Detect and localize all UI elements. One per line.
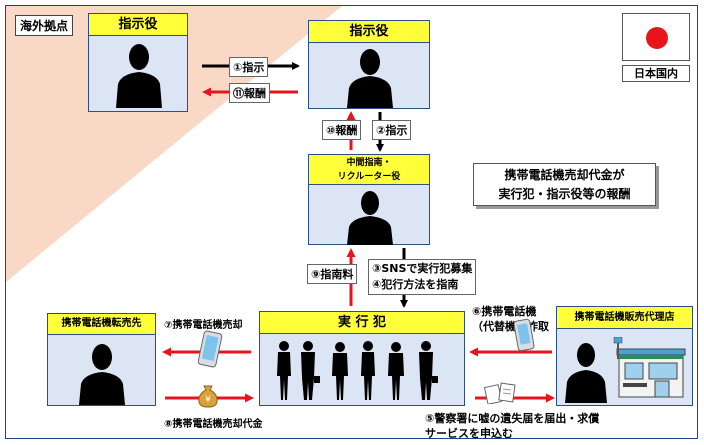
smartphone-icon [514,318,535,352]
overseas-boss-box: 指示役 [88,13,188,112]
person-silhouette-icon [565,343,607,403]
step2-label: ②指示 [372,120,412,140]
svg-text:¥: ¥ [205,395,211,405]
reward-note-line2: 実行犯・指示役等の報酬 [498,187,631,201]
step5-line2: サービスを申込む [425,427,513,440]
domestic-boss-box: 指示役 [308,20,430,109]
step11-label: ⑪報酬 [229,83,270,103]
person-silhouette-icon [79,344,125,405]
recruiter-box: 中間指南・ リクルーター役 [308,154,430,245]
step1-label: ①指示 [229,57,269,77]
country-label: 日本国内 [622,65,690,82]
perpetrator-figure [332,342,348,400]
documents-icon [484,382,516,404]
resale-shop-title: 携帯電話機転売先 [48,314,155,335]
signpost-icon [613,337,623,359]
perpetrators-box: 実 行 犯 [259,311,465,406]
perpetrators-title: 実 行 犯 [260,312,464,334]
step10-label: ⑩報酬 [322,120,362,140]
step6-label: ⑥携帯電話機 （代替機）詐取 [472,304,549,334]
step7-label: ⑦携帯電話機売却 [164,320,243,331]
perpetrator-figure [361,341,375,400]
overseas-boss-title: 指示役 [89,14,187,36]
shop-building-icon [616,348,686,398]
step6-line2: （代替機）詐取 [472,320,549,333]
resale-shop-box: 携帯電話機転売先 [47,313,156,406]
step4-label: ④犯行方法を指南 [372,278,459,291]
domestic-boss-title: 指示役 [309,21,429,43]
reward-note: 携帯電話機売却代金が 実行犯・指示役等の報酬 [473,163,656,206]
step3-label: ③SNSで実行犯募集 [372,262,473,275]
step5-line1: ⑤警察署に嘘の遺失届を届出・求償 [425,412,600,425]
dealer-title: 携帯電話機販売代理店 [557,307,692,329]
dealer-box: 携帯電話機販売代理店 [556,306,693,406]
perpetrator-figure [277,341,291,400]
step8-label: ⑧携帯電話機売却代金 [164,419,263,430]
recruiter-title-line2: リクルーター役 [337,172,401,182]
japan-flag [622,13,690,61]
flag-circle [646,27,668,49]
recruiter-title: 中間指南・ リクルーター役 [309,155,429,185]
step3-4-label: ③SNSで実行犯募集 ④犯行方法を指南 [368,259,477,295]
step5-label: ⑤警察署に嘘の遺失届を届出・求償 サービスを申込む [425,411,599,441]
smartphone-icon [198,330,223,368]
region-label: 海外拠点 [15,15,74,36]
person-silhouette-icon [116,44,162,108]
person-silhouette-icon [347,191,393,245]
perpetrator-figure [301,341,320,400]
recruiter-title-line1: 中間指南・ [346,158,392,168]
reward-note-line1: 携帯電話機売却代金が [504,168,625,182]
perpetrator-group-icon [277,341,438,400]
step6-line1: ⑥携帯電話機 [472,305,537,318]
person-silhouette-icon [347,49,393,108]
diagram-frame [5,5,698,439]
money-bag-icon: ¥ [198,385,218,408]
perpetrator-figure [419,341,438,400]
perpetrator-figure [388,342,404,400]
step9-label: ⑨指南料 [307,264,358,284]
